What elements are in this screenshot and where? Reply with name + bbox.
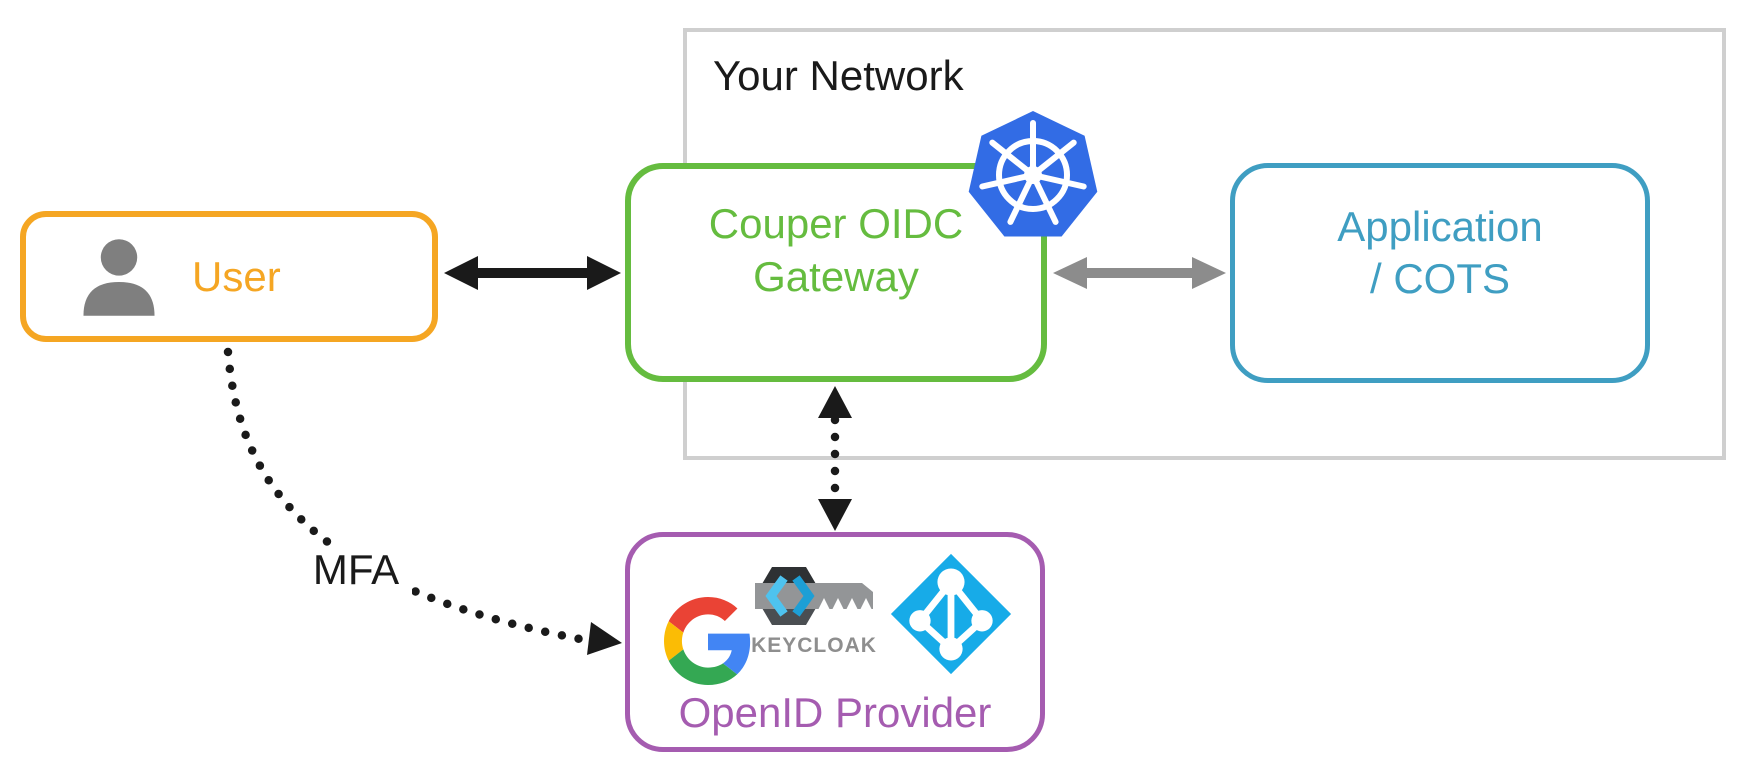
application-node: Application / COTS (1230, 163, 1650, 383)
azure-ad-icon (890, 553, 1012, 675)
gateway-label-line1: Couper OIDC (708, 200, 964, 248)
keycloak-icon: KEYCLOAK (751, 567, 877, 657)
person-icon (83, 238, 155, 316)
kubernetes-icon (968, 111, 1098, 237)
application-label-line2: / COTS (1369, 255, 1510, 302)
keycloak-wordmark: KEYCLOAK (751, 634, 877, 657)
mfa-edge-label: MFA (300, 546, 412, 594)
openid-provider-label: OpenID Provider (678, 689, 992, 736)
gateway-label-line2: Gateway (753, 252, 919, 300)
your-network-label: Your Network (713, 52, 964, 99)
application-label-line1: Application (1337, 202, 1543, 250)
google-icon (664, 597, 751, 685)
user-gateway-arrow (444, 256, 621, 290)
user-node: User (20, 211, 438, 342)
openid-provider-node: KEYCLOAK OpenID Provider (625, 532, 1045, 752)
gateway-node: Couper OIDC Gateway (625, 163, 1047, 382)
user-openid-mfa-arrow (223, 347, 622, 655)
user-label: User (192, 252, 281, 300)
